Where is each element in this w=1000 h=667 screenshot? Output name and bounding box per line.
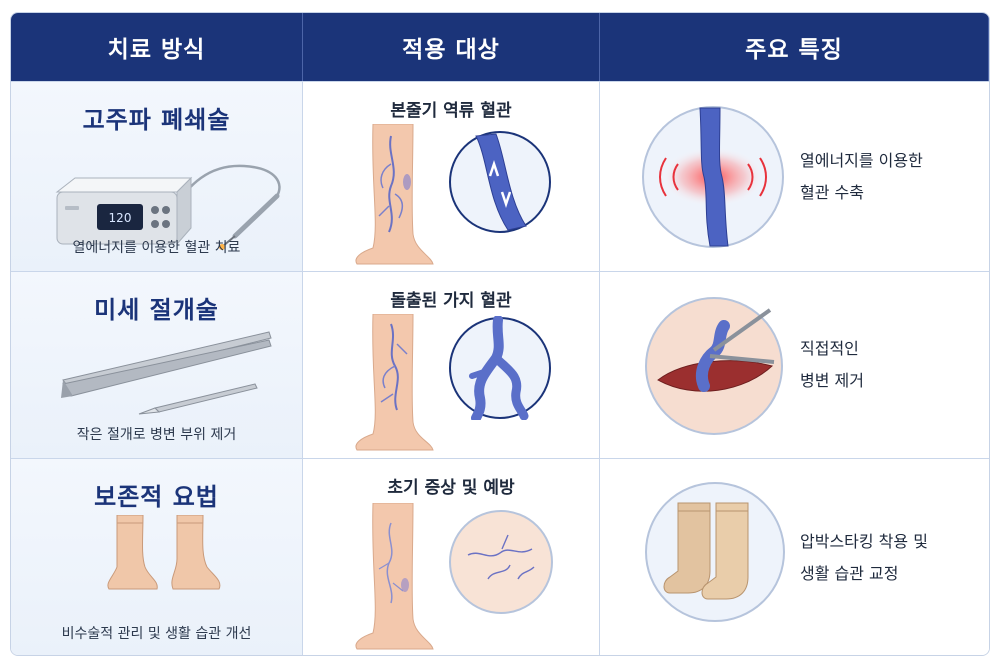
target-title: 초기 증상 및 예방	[387, 478, 515, 498]
feature-text: 열에너지를 이용한 혈관 수축	[800, 82, 980, 271]
vein-reflux-icon	[449, 131, 551, 233]
method-description: 작은 절개로 병변 부위 제거	[76, 427, 237, 443]
header-treatment-method: 치료 방식	[11, 13, 303, 81]
row-rf-method-cell: 고주파 폐쇄술 120 열에너지를 이용한 혈관 치료	[11, 81, 303, 271]
leg-branch-vein-icon	[355, 314, 434, 451]
target-title: 본줄기 역류 혈관	[390, 101, 512, 121]
compression-leg-icon	[107, 515, 221, 590]
tweezers-scalpel-icon	[61, 331, 272, 415]
rf-device-icon: 120	[55, 164, 281, 250]
feature-line: 생활 습관 교정	[800, 564, 899, 583]
feature-text: 압박스타킹 착용 및 생활 습관 교정	[800, 459, 980, 655]
branch-vein-closeup-icon	[449, 316, 551, 420]
spider-vein-closeup-icon	[449, 510, 553, 614]
incision-removal-icon	[645, 297, 783, 435]
feature-line: 혈관 수축	[800, 182, 864, 202]
row-conservative-target-cell: 초기 증상 및 예방	[303, 458, 600, 655]
target-title: 돌출된 가지 혈관	[390, 291, 512, 311]
feature-text: 직접적인 병변 제거	[800, 272, 980, 458]
method-title: 보존적 요법	[94, 483, 219, 511]
method-title: 미세 절개술	[94, 296, 219, 324]
row-rf-target-cell: 본줄기 역류 혈관	[303, 81, 600, 271]
header-features: 주요 특징	[600, 13, 989, 81]
feature-line: 병변 제거	[800, 371, 864, 390]
leg-early-symptom-icon	[355, 503, 434, 650]
heat-vein-icon	[642, 106, 784, 248]
method-description: 비수술적 관리 및 생활 습관 개선	[61, 626, 252, 642]
row-conservative-method-cell: 보존적 요법 비수술적 관리 및 생활 습관 개선	[11, 458, 303, 655]
row-micro-feature-cell: 직접적인 병변 제거	[600, 271, 989, 458]
row-micro-method-cell: 미세 절개술 작은 절개로 병변 부위 제거	[11, 271, 303, 458]
row-micro-target-cell: 돌출된 가지 혈관	[303, 271, 600, 458]
row-conservative-feature-cell: 압박스타킹 착용 및 생활 습관 교정	[600, 458, 989, 655]
feature-line: 열에너지를 이용한	[800, 150, 923, 170]
compression-stocking-icon	[645, 482, 785, 622]
device-display-text: 120	[109, 211, 132, 225]
treatment-table: 치료 방식 적용 대상 주요 특징 고주파 폐쇄술 120 열에너지를 이용한 …	[10, 12, 990, 656]
feature-line: 압박스타킹 착용 및	[800, 532, 928, 551]
method-description: 열에너지를 이용한 혈관 치료	[72, 240, 241, 256]
method-title: 고주파 폐쇄술	[82, 106, 231, 134]
leg-varicose-icon	[355, 124, 434, 265]
row-rf-feature-cell: 열에너지를 이용한 혈관 수축	[600, 81, 989, 271]
header-target: 적용 대상	[303, 13, 600, 81]
feature-line: 직접적인	[800, 339, 859, 358]
